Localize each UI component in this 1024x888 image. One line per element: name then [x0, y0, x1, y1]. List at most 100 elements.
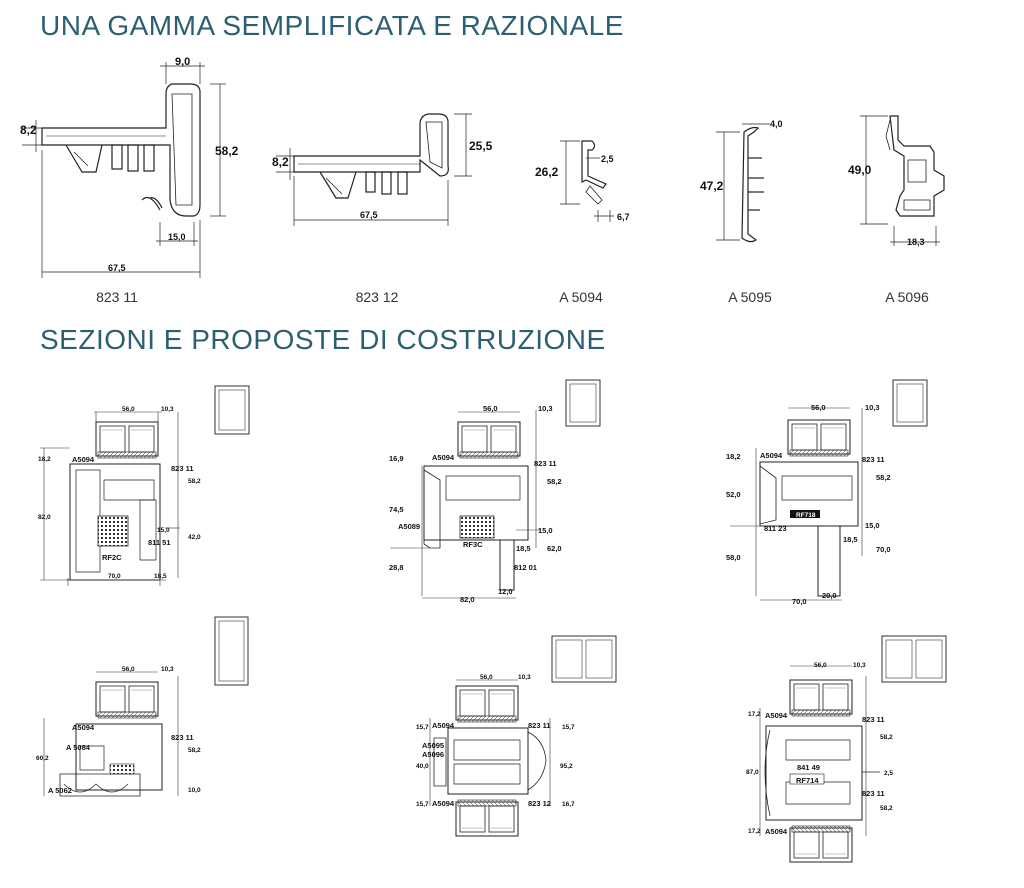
sec5-label-4: 823 11 [528, 721, 551, 730]
sec2-label-8: 15,0 [538, 526, 553, 535]
sec2-label-0: 56,0 [483, 404, 498, 413]
sec3-label-11: 70,0 [876, 545, 891, 554]
section-drawing-4: 56,0 10,3 A5094 823 11 A 5084 60,2 58,2 … [36, 616, 249, 797]
sec5-label-10: 15,7 [416, 801, 429, 808]
sec1-label-12: 18,5 [154, 573, 167, 580]
sec6-label-13: A5094 [765, 827, 788, 836]
sec5-label-6: A5095 [422, 741, 444, 750]
sec6-label-4: 823 11 [862, 715, 885, 724]
sec4-label-7: A 5062 [48, 786, 72, 795]
dim-82312-0: 8,2 [272, 155, 289, 169]
profile-code-82312: 823 12 [355, 289, 399, 305]
sec6-label-12: 17,2 [748, 828, 761, 835]
profile-code-a5096: A 5096 [885, 289, 929, 305]
dim-82311-1: 8,2 [20, 123, 37, 137]
dim-a5096-1: 18,3 [907, 237, 925, 247]
sec4-label-1: 10,3 [161, 666, 174, 673]
dim-82312-1: 25,5 [469, 139, 493, 153]
sec4-label-2: A5094 [72, 723, 95, 732]
sec5-label-1: 10,3 [518, 674, 531, 681]
profile-code-a5094: A 5094 [559, 289, 603, 305]
sec1-label-10: RF2C [102, 553, 122, 562]
sec5-label-12: 823 12 [528, 799, 551, 808]
sec2-label-6: 74,5 [389, 505, 404, 514]
sec4-label-6: 58,2 [188, 747, 201, 754]
section-drawing-5: 56,0 10,3 15,7 A5094 823 11 15,7 A5095 A… [416, 635, 617, 837]
sec3-label-3: A5094 [760, 451, 783, 460]
sec2-label-3: A5094 [432, 453, 455, 462]
sec3-label-4: 823 11 [862, 455, 885, 464]
sec6-label-10: 823 11 [862, 789, 885, 798]
dim-82311-3: 15,0 [168, 232, 186, 242]
sec5-label-13: 16,7 [562, 801, 575, 808]
sec3-label-2: 18,2 [726, 452, 741, 461]
dim-82311-0: 9,0 [175, 56, 190, 68]
sec3-label-0: 56,0 [811, 403, 826, 412]
sec6-label-9: 2,5 [884, 770, 893, 777]
sec2-label-4: 823 11 [534, 459, 557, 468]
sec5-label-8: 40,0 [416, 763, 429, 770]
dim-82312-2: 67,5 [360, 210, 378, 220]
sec6-label-7: 841 49 [797, 763, 820, 772]
sec6-label-0: 56,0 [814, 662, 827, 669]
section-title-sezioni: SEZIONI E PROPOSTE DI COSTRUZIONE [40, 324, 606, 355]
sec3-label-7: RF718 [796, 512, 816, 519]
sec5-label-9: 95,2 [560, 763, 573, 770]
sec2-label-11: 62,0 [547, 544, 562, 553]
sec1-label-6: 82,0 [38, 514, 51, 521]
sec1-label-5: 58,2 [188, 478, 201, 485]
sec2-label-9: RF3C [463, 540, 483, 549]
sec1-label-8: 42,0 [188, 534, 201, 541]
section-drawing-1: 56,0 10,3 18,2 A5094 823 11 58,2 82,0 15… [38, 385, 250, 586]
dims-82312 [276, 113, 472, 226]
sec5-label-2: 15,7 [416, 724, 429, 731]
dim-82311-2: 58,2 [215, 144, 239, 158]
dim-a5095-1: 47,2 [700, 179, 724, 193]
sec5-label-3: A5094 [432, 721, 455, 730]
sec2-label-12: 28,8 [389, 563, 404, 572]
sec4-label-3: 823 11 [171, 733, 194, 742]
dims-82311 [22, 62, 226, 278]
profile-82312-drawing [293, 113, 449, 199]
sec5-label-5: 15,7 [562, 724, 575, 731]
sec1-label-1: 10,3 [161, 406, 174, 413]
dim-82311-4: 67,5 [108, 263, 126, 273]
sec5-label-11: A5094 [432, 799, 455, 808]
dim-a5096-0: 49,0 [848, 163, 872, 177]
section-drawing-3: 56,0 10,3 18,2 A5094 823 11 58,2 52,0 RF… [726, 379, 928, 606]
section-title-gamma: UNA GAMMA SEMPLIFICATA E RAZIONALE [40, 10, 624, 41]
sec2-label-10: 18,5 [516, 544, 531, 553]
sec6-label-11: 58,2 [880, 805, 893, 812]
sec3-label-13: 20,0 [822, 591, 837, 600]
sec3-label-6: 52,0 [726, 490, 741, 499]
sec5-label-0: 56,0 [480, 674, 493, 681]
section-drawing-2: 56,0 10,3 16,9 A5094 823 11 58,2 74,5 A5… [389, 379, 601, 604]
sec2-label-5: 58,2 [547, 477, 562, 486]
sec5-label-7: A5096 [422, 750, 444, 759]
sec3-label-8: 811 23 [764, 524, 787, 533]
profile-a5096-drawing [885, 115, 945, 217]
sec3-label-9: 15,0 [865, 521, 880, 530]
sec6-label-3: A5094 [765, 711, 788, 720]
dims-a5096 [860, 115, 940, 246]
sec4-label-8: 10,0 [188, 787, 201, 794]
sec2-label-7: A5089 [398, 522, 420, 531]
profile-a5095-drawing [741, 126, 764, 243]
sec3-label-1: 10,3 [865, 403, 880, 412]
sec2-label-15: 82,0 [460, 595, 475, 604]
sec4-label-0: 56,0 [122, 666, 135, 673]
sec3-label-12: 58,0 [726, 553, 741, 562]
sec6-label-5: 58,2 [880, 734, 893, 741]
sec3-label-5: 58,2 [876, 473, 891, 482]
sec3-label-14: 70,0 [792, 597, 807, 606]
sec1-label-4: 823 11 [171, 464, 194, 473]
sec6-label-8: RF714 [796, 776, 819, 785]
section-drawing-6: 56,0 10,3 17,2 A5094 823 11 58,2 87,0 84… [746, 635, 947, 863]
sec6-label-1: 10,3 [853, 662, 866, 669]
dim-a5095-0: 4,0 [770, 119, 783, 129]
sec1-label-3: A5094 [72, 455, 95, 464]
sec2-label-1: 10,3 [538, 404, 553, 413]
sec3-label-10: 18,5 [843, 535, 858, 544]
dim-a5094-2: 6,7 [617, 212, 630, 222]
